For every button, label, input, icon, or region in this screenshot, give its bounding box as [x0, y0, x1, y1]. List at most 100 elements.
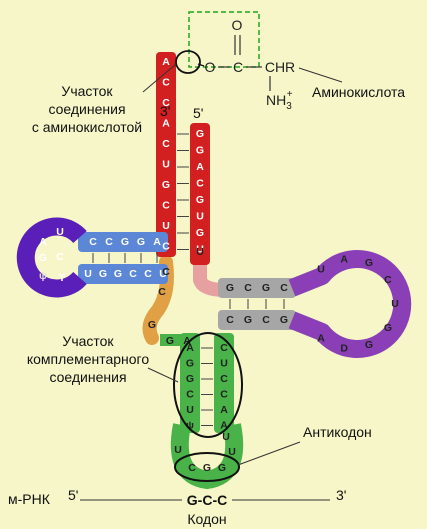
acceptor-pointer	[142, 63, 177, 93]
d-bottom-nuc: U	[84, 268, 92, 280]
amino-acid-label: Аминокислота	[312, 84, 405, 100]
anti-right-nuc: U	[220, 358, 228, 370]
d-bottom-nuc: G	[114, 268, 122, 280]
t-loop-nuc: G	[384, 322, 392, 334]
d-top-nuc: C	[105, 236, 113, 248]
acceptor-site-label-1: Участок	[61, 83, 113, 99]
connector-nuc: C	[162, 266, 170, 278]
d-stem-bottom	[78, 264, 168, 284]
mrna-5prime: 5'	[68, 487, 78, 503]
anticodon-nuc: G	[218, 462, 226, 474]
acceptor-left-nuc: C	[162, 241, 170, 253]
acceptor-left-nuc: A	[162, 56, 170, 68]
mrna-3prime: 3'	[336, 487, 346, 503]
anticodon-nuc: G	[203, 462, 211, 474]
d-loop-nuc: G	[39, 252, 47, 264]
d-top-nuc: C	[89, 236, 97, 248]
t-loop-nuc: C	[384, 274, 392, 286]
ga-nuc: A	[183, 335, 191, 347]
acceptor-left-strand	[156, 52, 176, 257]
t-loop-nuc: A	[340, 253, 348, 265]
anticodon-right-strand	[214, 333, 234, 433]
d-top-nuc: G	[121, 236, 129, 248]
ga-nuc: G	[166, 335, 174, 347]
acceptor-right-nuc: G	[196, 194, 204, 206]
t-stem-bottom	[218, 310, 296, 330]
d-loop-nuc: A	[39, 236, 47, 248]
connector-nuc: C	[158, 286, 166, 298]
acceptor-left-nuc: U	[162, 159, 170, 171]
d-top-nuc: G	[137, 236, 145, 248]
codon-label: Кодон	[187, 511, 226, 527]
t-top-nuc: C	[280, 282, 288, 294]
anti-right-nuc: C	[220, 373, 228, 385]
d-bottom-nuc: U	[159, 268, 167, 280]
t-loop-nuc: A	[317, 332, 325, 344]
d-stem-top	[78, 232, 168, 252]
mrna-label: м-РНК	[8, 491, 51, 507]
codon-bg	[182, 492, 232, 508]
acceptor-left-nuc: C	[162, 77, 170, 89]
anti-right-nuc: C	[220, 342, 228, 354]
complementary-ellipse	[173, 332, 243, 438]
anti-loop-nuc: U	[228, 446, 236, 458]
acceptor-right-nuc: G	[196, 145, 204, 157]
t-bottom-nuc: G	[280, 314, 288, 326]
t-loop-nuc: G	[365, 257, 373, 269]
d-bottom-nuc: C	[144, 268, 152, 280]
acceptor-left-nuc: U	[162, 220, 170, 232]
anti-right-nuc: C	[220, 389, 228, 401]
t-bottom-nuc: C	[262, 314, 270, 326]
d-bottom-nuc: G	[99, 268, 107, 280]
acceptor-right-nuc: C	[196, 178, 204, 190]
amino-acid-pointer	[298, 67, 343, 83]
t-arm	[218, 250, 412, 358]
pink-u-nuc: U	[196, 246, 204, 258]
anticodon-left-strand	[180, 333, 200, 433]
anti-loop-nuc: U	[174, 444, 182, 456]
d-top-nuc: A	[153, 236, 161, 248]
acceptor-right-nuc: G	[196, 227, 204, 239]
acceptor-right-nuc: G	[196, 128, 204, 140]
connector-nuc: G	[148, 319, 156, 331]
t-loop-nuc: G	[365, 339, 373, 351]
d-arm	[16, 217, 168, 298]
d-loop	[16, 217, 87, 298]
anticodon-pointer	[237, 441, 301, 466]
acceptor-left-nuc: C	[162, 97, 170, 109]
anti-right-nuc: A	[220, 420, 228, 432]
codon-sequence: G-C-C	[187, 492, 227, 508]
anti-left-nuc: U	[186, 404, 194, 416]
acceptor-left-nuc: G	[162, 179, 170, 191]
t-loop-nuc: D	[340, 343, 348, 355]
anti-left-nuc: C	[186, 389, 194, 401]
prime5-top: 5'	[193, 105, 203, 121]
acceptor-right-nuc: U	[196, 211, 204, 223]
t-loop-nuc: U	[391, 298, 399, 310]
chem-nh3: NH3+	[266, 89, 293, 112]
acceptor-right-strand	[190, 123, 210, 265]
chem-chain-o: O	[205, 59, 216, 75]
anti-left-nuc: A	[186, 342, 194, 354]
anti-left-nuc: ψ	[186, 420, 194, 432]
acceptor-left-nuc: A	[162, 118, 170, 130]
complementary-label-2: комплементарного	[27, 351, 150, 367]
d-loop-nuc: U	[56, 226, 64, 238]
t-top-nuc: G	[226, 282, 234, 294]
hydrogen-bonds	[92, 133, 285, 426]
complementary-label-1: Участок	[62, 333, 114, 349]
d-loop-nuc: ψ	[39, 270, 47, 282]
anticodon-label: Антикодон	[303, 424, 372, 440]
acceptor-left-nuc: C	[162, 138, 170, 150]
anti-left-nuc: G	[186, 358, 194, 370]
acceptor-right-nuc: A	[196, 161, 204, 173]
chem-chr: CHR	[265, 59, 295, 75]
acceptor-circle	[175, 50, 201, 74]
anti-loop-nuc: U	[222, 431, 230, 443]
t-loop-nuc: U	[317, 264, 325, 276]
chem-oxygen-top: O	[232, 17, 243, 33]
anticodon-nuc: C	[188, 462, 196, 474]
acceptor-right-nuc: U	[196, 244, 204, 256]
